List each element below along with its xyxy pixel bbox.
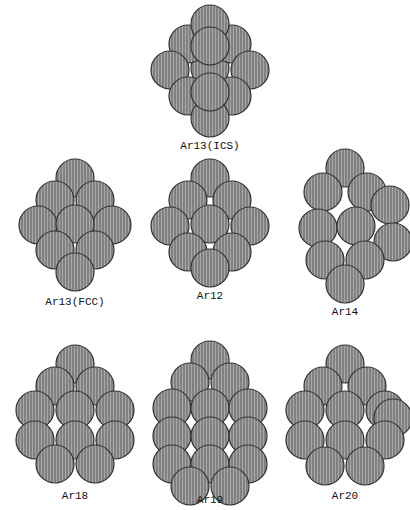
- cluster-label: Ar12: [197, 290, 223, 303]
- argon-atom: [191, 73, 229, 111]
- argon-cluster: [151, 5, 269, 137]
- cluster-label: Ar20: [332, 490, 358, 503]
- cluster-label: Ar13(FCC): [45, 296, 104, 309]
- argon-atom: [346, 447, 384, 485]
- argon-atom: [76, 445, 114, 483]
- argon-cluster: [19, 159, 131, 291]
- argon-atom: [36, 445, 74, 483]
- argon-atom: [191, 27, 229, 65]
- argon-atom: [371, 186, 409, 224]
- argon-cluster: [286, 345, 410, 485]
- argon-cluster: [16, 345, 134, 483]
- cluster-label: Ar14: [332, 306, 358, 319]
- cluster-label: Ar19: [197, 494, 223, 507]
- argon-atom: [306, 447, 344, 485]
- argon-cluster: [153, 341, 267, 505]
- argon-atom: [191, 249, 229, 287]
- argon-atom: [337, 207, 375, 245]
- cluster-label: Ar13(ICS): [180, 140, 239, 153]
- argon-atom: [304, 173, 342, 211]
- argon-atom: [326, 265, 364, 303]
- cluster-label: Ar18: [62, 490, 88, 503]
- argon-cluster: [299, 149, 410, 303]
- argon-atom: [299, 209, 337, 247]
- argon-cluster: [151, 159, 269, 287]
- argon-atom: [56, 253, 94, 291]
